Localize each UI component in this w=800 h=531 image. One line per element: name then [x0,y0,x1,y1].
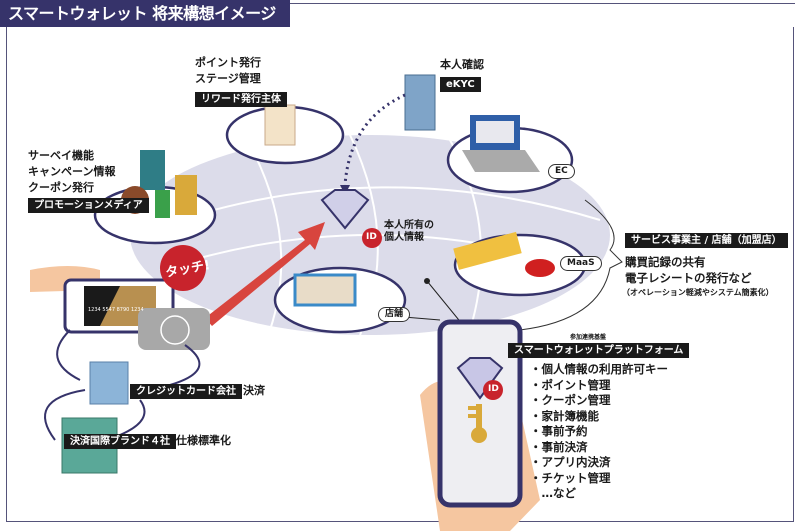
feature-item: ・事前予約 [530,424,588,438]
feature-item: ・チケット管理 [530,470,611,485]
ec-pill: EC [548,164,575,179]
red-arrow [205,222,325,326]
ekyc-building-icon [404,74,436,131]
feature-item: ・個人情報の利用許可キー [530,362,668,376]
frame [6,27,794,522]
card-reader-icon [138,308,210,350]
shirt-icon [140,150,165,190]
center-line-2: 個人情報 [384,232,424,243]
id-badge-bg [362,228,382,248]
credit-company-building-icon [89,361,129,405]
platform-id-badge: ID [488,384,499,394]
service-line-2: 電子レシートの発行など [625,271,752,285]
center-line-1: 本人所有の [384,220,434,231]
ekyc-label: 本人確認 [440,58,484,71]
service-line-1: 購買記録の共有 [625,255,706,269]
store-pill: 店舗 [378,307,411,322]
promotion-line-1: サーベイ機能 [28,149,94,162]
car-icon [525,259,555,277]
feature-item: ・家計簿機能 [530,408,599,423]
credit-label: 決済 [243,384,265,397]
promotion-line-2: キャンペーン情報 [28,165,116,178]
dotted-arrow [343,93,406,186]
feature-item: …など [530,486,576,500]
divider [290,3,795,4]
service-note: （オペレーション軽減やシステム簡素化） [622,288,774,297]
brands-tag: 決済国際ブランド４社 [64,434,176,449]
feature-item: ・事前決済 [530,439,588,454]
platform-tag: スマートウォレットプラットフォーム [508,343,690,358]
reward-line-1: ポイント発行 [195,56,261,69]
ekyc-tag: eKYC [440,77,481,92]
store-icon [293,273,357,307]
promotion-line-3: クーポン発行 [28,181,94,194]
snack-box-icon [175,175,197,215]
center-label: 本人所有の 個人情報 [384,220,434,244]
touch-bubble [160,245,206,291]
feature-item: ・ポイント管理 [530,377,611,392]
can-icon [155,190,170,218]
service-tag: サービス事業主 / 店舗（加盟店） [625,233,788,248]
key-icon [468,404,487,443]
reward-line-2: ステージ管理 [195,72,261,85]
id-badge: ID [366,232,377,242]
feature-item: ・アプリ内決済 [530,455,611,469]
feature-item: ・クーポン管理 [530,393,611,407]
promotion-tag: プロモーションメディア [28,198,149,213]
bracket-line [519,199,623,331]
maas-pill: MaaS [560,256,602,271]
card-number: 1234 5547 8790 1234 [88,307,144,313]
building-icon [264,104,296,146]
platform-caption: 参加連携基盤 [570,334,607,341]
diamond-icon [320,189,370,230]
credit-company-tag: クレジットカード会社 [130,384,242,399]
tram-icon [453,231,522,270]
phone-diamond-icon [456,357,504,400]
reward-tag: リワード発行主体 [195,92,287,107]
page-title: スマートウォレット 将来構想イメージ（例） [0,0,290,50]
platform-feature-list: ・個人情報の利用許可キー ・ポイント管理 ・クーポン管理 ・家計簿機能 ・事前予… [530,362,668,502]
brands-label: 仕様標準化 [176,434,231,447]
